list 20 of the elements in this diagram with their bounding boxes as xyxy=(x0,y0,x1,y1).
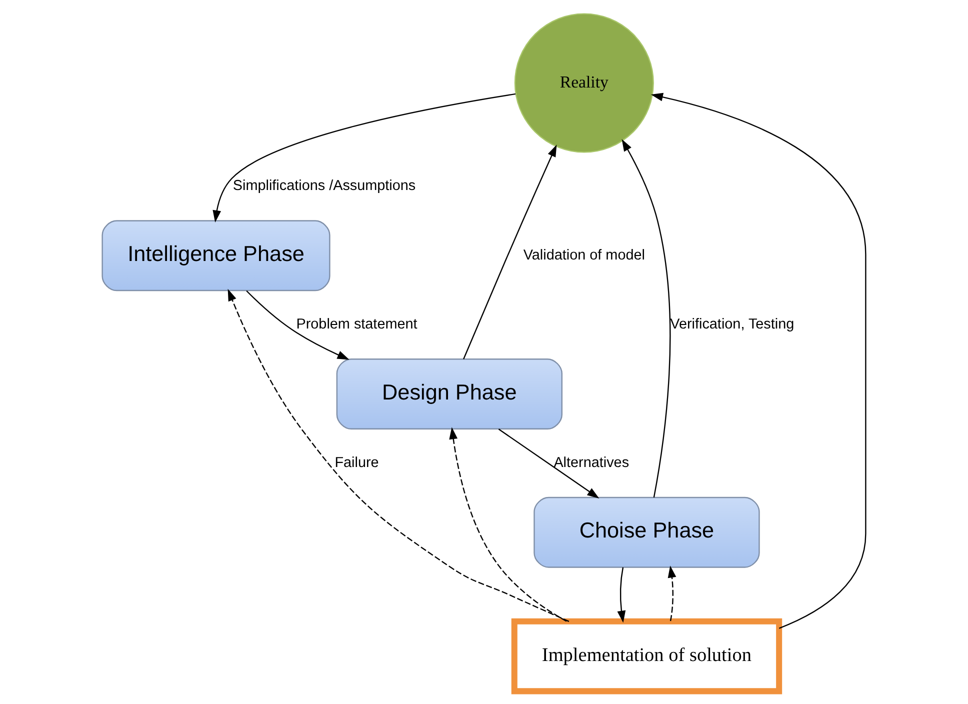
arrow xyxy=(228,288,570,622)
arrow xyxy=(212,92,516,222)
arrow xyxy=(622,138,671,498)
edge-label: Verification, Testing xyxy=(670,316,794,332)
arrow xyxy=(246,290,350,360)
edge-label: Failure xyxy=(334,454,379,470)
node-box: Intelligence Phase xyxy=(102,220,330,291)
arrow xyxy=(650,92,866,628)
node-box: Design Phase xyxy=(336,358,562,429)
arrow xyxy=(498,428,600,498)
edge-label: Validation of model xyxy=(523,246,645,263)
arrow xyxy=(617,566,626,622)
node-box: Implementation of solution xyxy=(511,618,782,694)
arrow xyxy=(668,565,676,621)
edge-label: Simplifications /Assumptions xyxy=(232,178,416,194)
node-box: Choise Phase xyxy=(534,496,760,568)
arrow xyxy=(463,144,557,359)
edge-label: Problem statement xyxy=(296,316,418,332)
edge-label: Alternatives xyxy=(554,454,630,470)
arrow xyxy=(449,426,567,622)
